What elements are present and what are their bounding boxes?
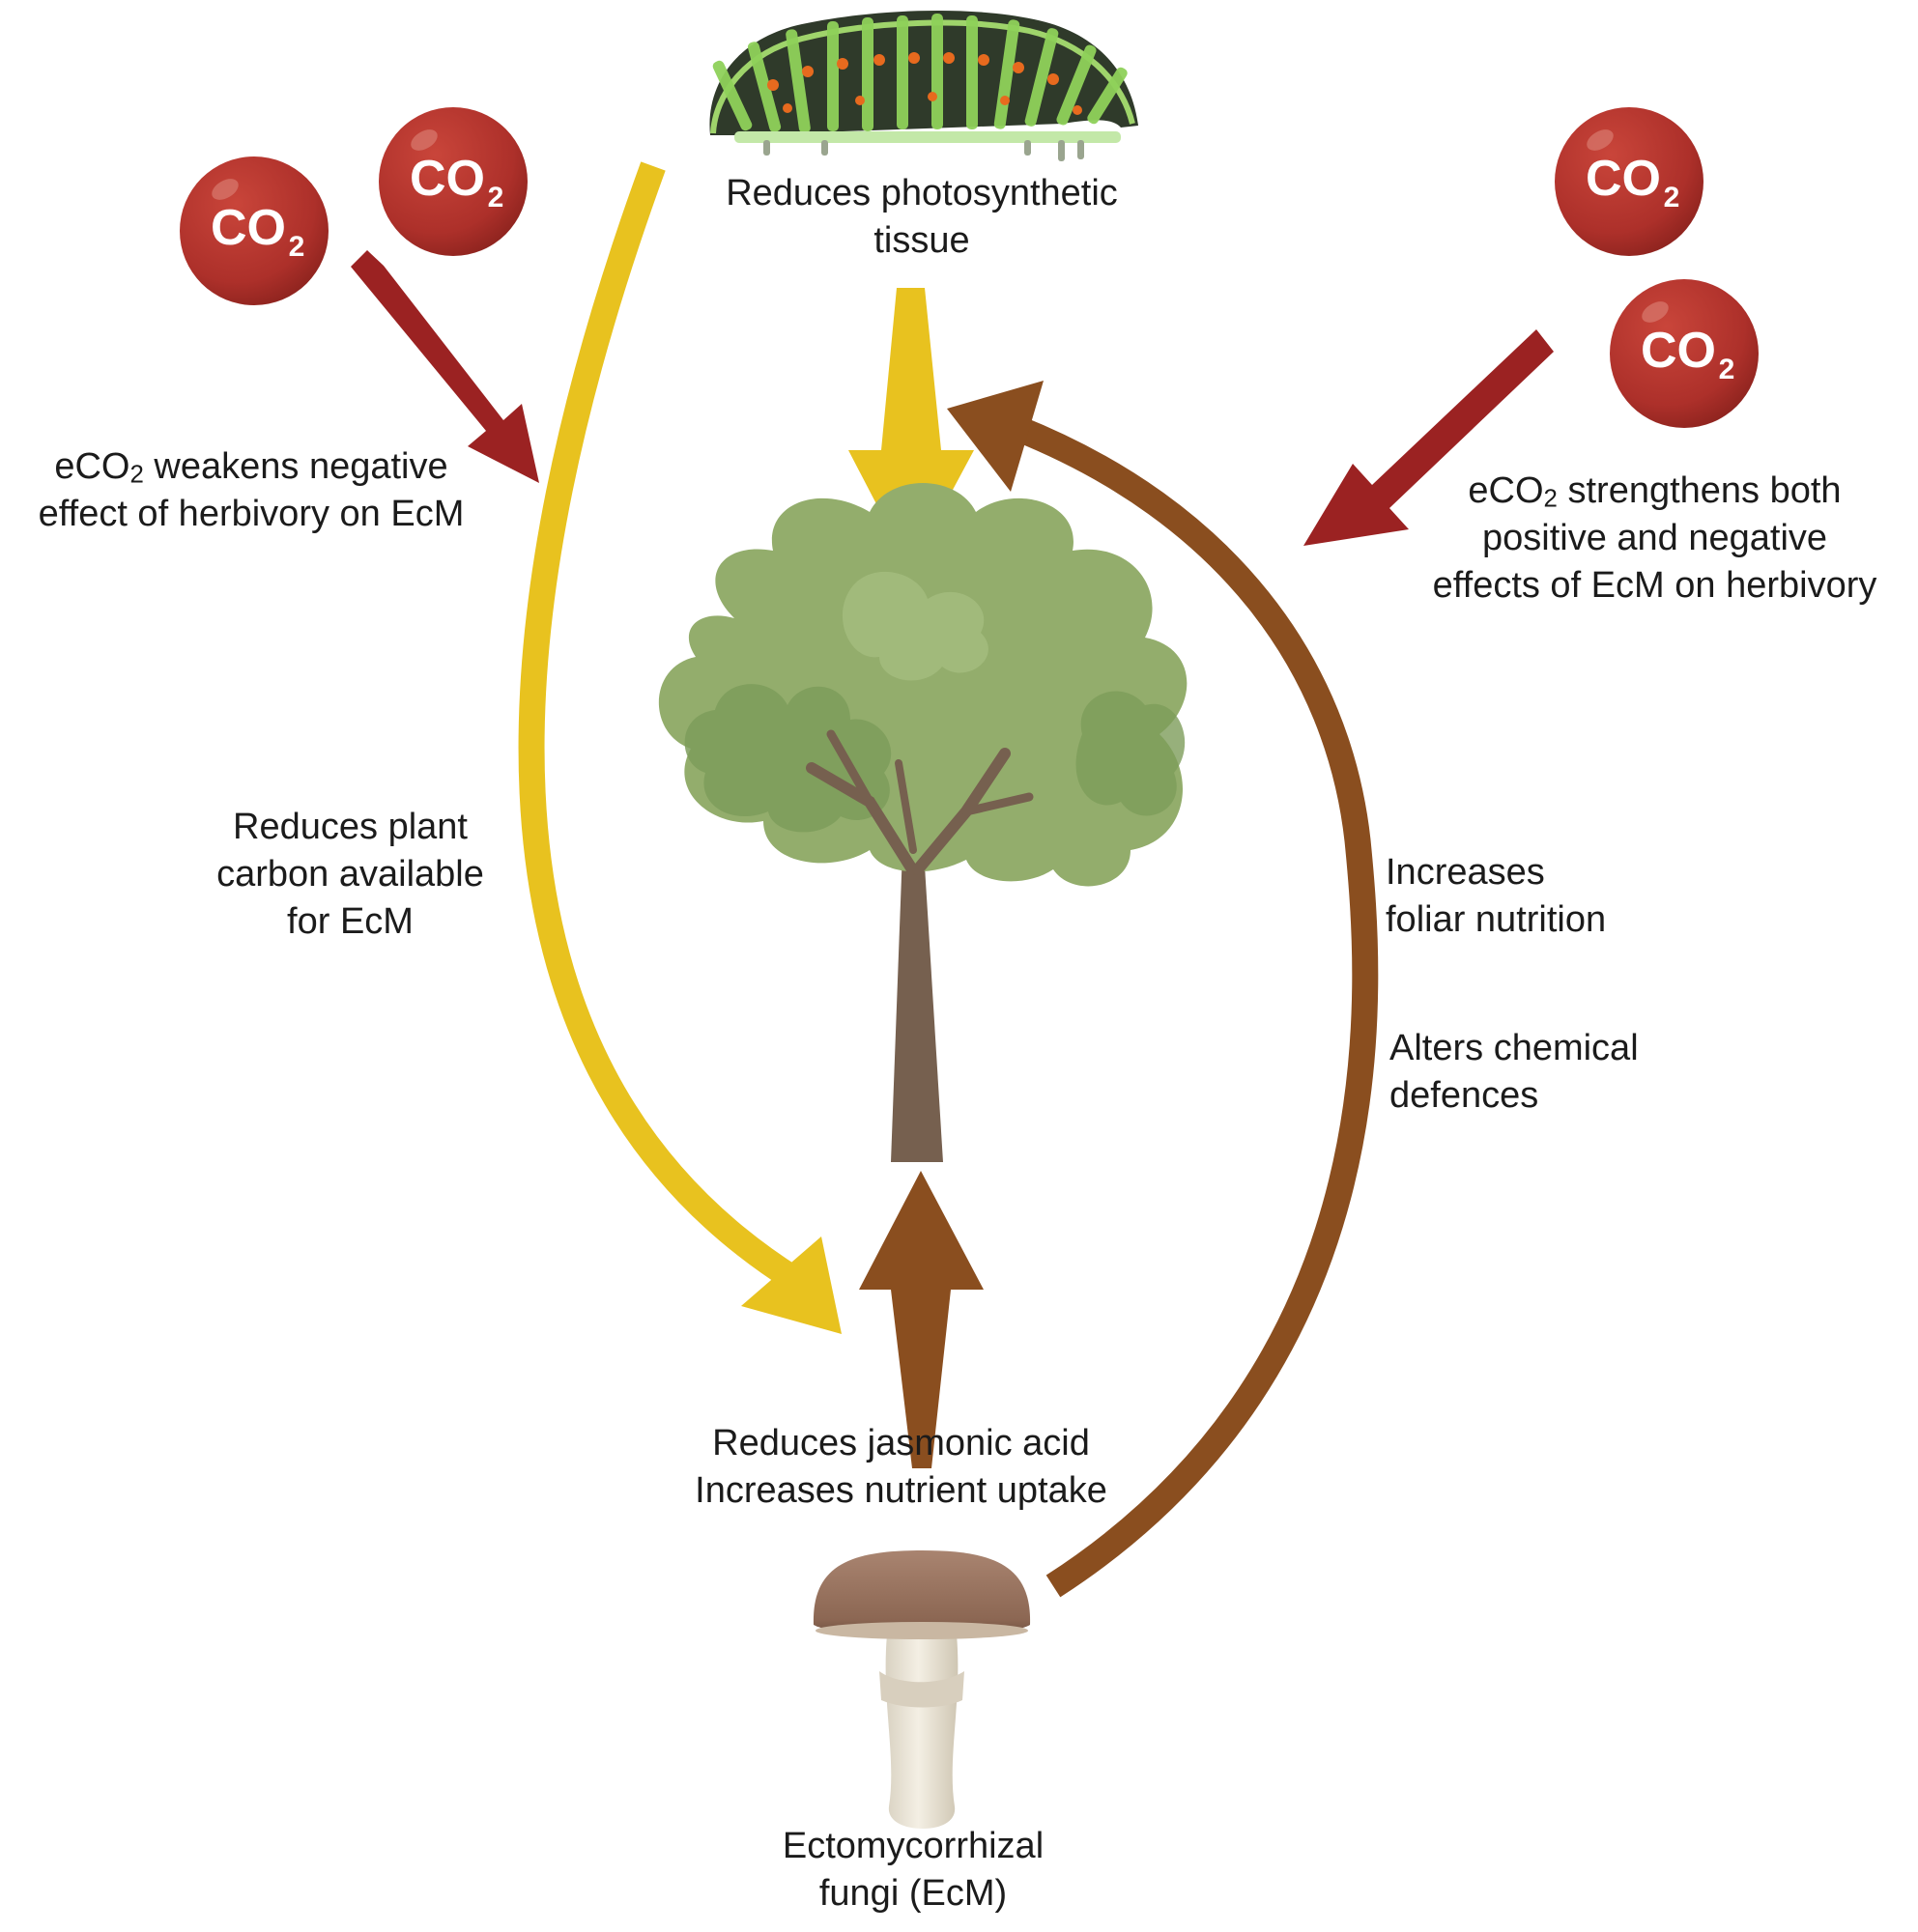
- tree-icon: [658, 483, 1188, 1162]
- svg-text:CO: CO: [410, 151, 485, 207]
- label-increases-nutrition: Increases foliar nutrition: [1386, 852, 1607, 940]
- label-eco2-weakens: eCO2 weakens negative effect of herbivor…: [38, 446, 465, 534]
- label-reduces-carbon: Reduces plant carbon available for EcM: [216, 807, 484, 942]
- arrow-fungi-to-herbivore: [947, 381, 1379, 1598]
- co2-molecule-icon: CO 2: [1610, 279, 1759, 428]
- arrow-herbivory-to-fungi: [518, 161, 842, 1334]
- svg-text:2: 2: [289, 231, 305, 263]
- svg-text:2: 2: [1719, 354, 1735, 385]
- label-herbivore-effect: Reduces photosynthetic tissue: [726, 173, 1118, 261]
- co2-molecule-icon: CO 2: [180, 156, 329, 305]
- co2-molecule-icon: CO 2: [1555, 107, 1703, 256]
- svg-text:CO: CO: [211, 200, 286, 256]
- caterpillar-icon: [709, 10, 1138, 161]
- svg-text:2: 2: [1664, 182, 1680, 213]
- co2-molecule-icon: CO 2: [379, 107, 528, 256]
- arrow-co2-right: [1303, 329, 1554, 546]
- svg-text:2: 2: [488, 182, 504, 213]
- label-alters-defences: Alters chemical defences: [1389, 1028, 1639, 1116]
- arrow-fungi-to-tree: [859, 1171, 984, 1468]
- mushroom-icon: [813, 1550, 1031, 1829]
- arrow-co2-left: [351, 250, 539, 483]
- label-fungi-effect: Reduces jasmonic acid Increases nutrient…: [695, 1423, 1107, 1511]
- svg-text:CO: CO: [1586, 151, 1661, 207]
- label-eco2-strengthens: eCO2 strengthens both positive and negat…: [1432, 470, 1877, 606]
- svg-text:CO: CO: [1641, 323, 1716, 379]
- label-fungi-name: Ectomycorrhizal fungi (EcM): [782, 1826, 1045, 1914]
